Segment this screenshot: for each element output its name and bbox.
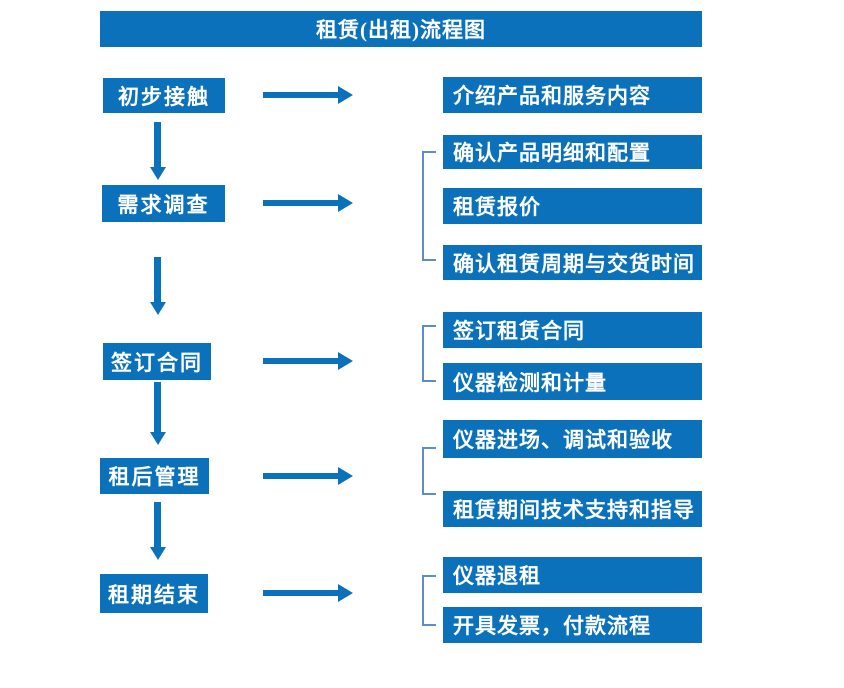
arrow-head-icon bbox=[150, 432, 166, 445]
arrow-shaft bbox=[263, 92, 340, 98]
down-arrow-3 bbox=[150, 382, 166, 445]
down-arrow-4 bbox=[150, 502, 166, 560]
right-arrow-step4 bbox=[263, 467, 353, 485]
detail-box-confirm-spec: 确认产品明细和配置 bbox=[443, 135, 702, 169]
detail-box-return-instrument: 仪器退租 bbox=[443, 557, 702, 593]
arrow-head-icon bbox=[150, 302, 166, 315]
down-arrow-1 bbox=[150, 122, 166, 180]
arrow-shaft bbox=[263, 358, 340, 364]
step-box-post-rent-manage: 租后管理 bbox=[100, 458, 209, 494]
detail-box-instrument-testing: 仪器检测和计量 bbox=[443, 363, 702, 400]
detail-box-sign-lease-contract: 签订租赁合同 bbox=[443, 312, 702, 348]
arrow-head-icon bbox=[338, 467, 353, 485]
arrow-head-icon bbox=[338, 584, 353, 602]
arrow-head-icon bbox=[150, 547, 166, 560]
right-arrow-step1 bbox=[263, 86, 353, 104]
step-box-initial-contact: 初步接触 bbox=[103, 78, 225, 113]
detail-box-introduce-products: 介绍产品和服务内容 bbox=[443, 77, 702, 113]
right-arrow-step5 bbox=[263, 584, 353, 602]
detail-box-rental-quote: 租赁报价 bbox=[443, 188, 702, 224]
arrow-shaft bbox=[263, 473, 340, 479]
arrow-shaft bbox=[263, 200, 340, 206]
arrow-shaft bbox=[154, 382, 161, 434]
group-bracket-demand-survey bbox=[422, 151, 436, 261]
right-arrow-step2 bbox=[263, 194, 353, 212]
arrow-head-icon bbox=[338, 194, 353, 212]
down-arrow-2 bbox=[150, 257, 166, 315]
step-box-demand-survey: 需求调查 bbox=[102, 185, 225, 222]
step-box-lease-end: 租期结束 bbox=[100, 574, 208, 613]
arrow-shaft bbox=[154, 257, 161, 304]
group-bracket-lease-end bbox=[422, 575, 436, 626]
arrow-shaft bbox=[263, 590, 340, 596]
detail-box-tech-support: 租赁期间技术支持和指导 bbox=[443, 491, 702, 527]
right-arrow-step3 bbox=[263, 352, 353, 370]
group-bracket-sign-contract bbox=[422, 325, 436, 382]
detail-box-invoice-payment: 开具发票，付款流程 bbox=[443, 607, 702, 643]
arrow-head-icon bbox=[338, 86, 353, 104]
arrow-shaft bbox=[154, 502, 161, 549]
arrow-head-icon bbox=[150, 167, 166, 180]
detail-box-instrument-entry: 仪器进场、调试和验收 bbox=[443, 420, 702, 458]
detail-box-confirm-period: 确认租赁周期与交货时间 bbox=[443, 245, 702, 280]
group-bracket-post-rent-manage bbox=[422, 447, 436, 495]
arrow-head-icon bbox=[338, 352, 353, 370]
arrow-shaft bbox=[154, 122, 161, 169]
flowchart-title: 租赁(出租)流程图 bbox=[100, 11, 702, 47]
step-box-sign-contract: 签订合同 bbox=[103, 343, 211, 380]
